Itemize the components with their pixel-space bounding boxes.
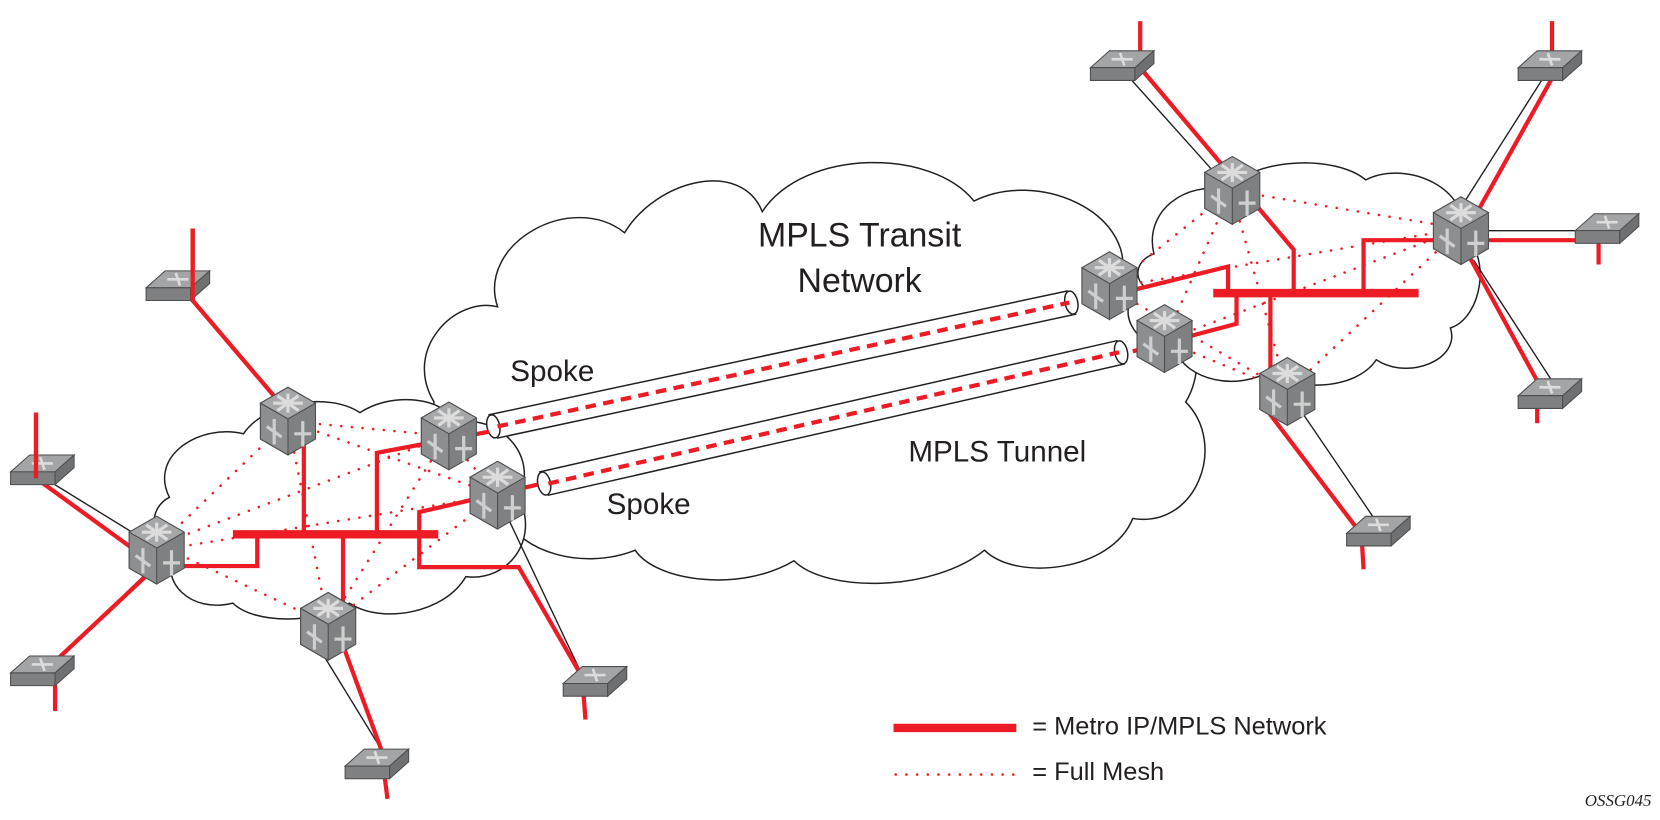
mpls-tunnel-upper	[485, 290, 1079, 439]
switch-icon	[144, 269, 211, 302]
legend-solid-label: = Metro IP/MPLS Network	[1032, 712, 1327, 740]
switch-icon	[1516, 377, 1583, 410]
mpls-tunnel-lower	[536, 339, 1129, 497]
spoke-label-upper: Spoke	[510, 355, 594, 388]
switch-icon	[1345, 515, 1412, 548]
switch-icon	[561, 665, 629, 698]
switch-icon	[9, 654, 76, 687]
legend-dotted-label: = Full Mesh	[1032, 758, 1164, 786]
switch-icon	[9, 453, 76, 486]
legend: = Metro IP/MPLS Network = Full Mesh	[893, 712, 1327, 786]
full-mesh-lines	[157, 189, 1463, 626]
transit-network-label-line1: MPLS Transit	[758, 217, 962, 255]
switch-uplink-stubs	[33, 228, 195, 479]
switch-icon	[343, 747, 410, 781]
switch-icon	[1516, 49, 1583, 82]
transit-network-label-line2: Network	[798, 262, 922, 300]
spoke-label-lower: Spoke	[607, 488, 691, 521]
figure-id: OSSG045	[1585, 791, 1652, 810]
mpls-tunnel-label: MPLS Tunnel	[908, 435, 1086, 468]
switch-icon	[1573, 212, 1641, 245]
